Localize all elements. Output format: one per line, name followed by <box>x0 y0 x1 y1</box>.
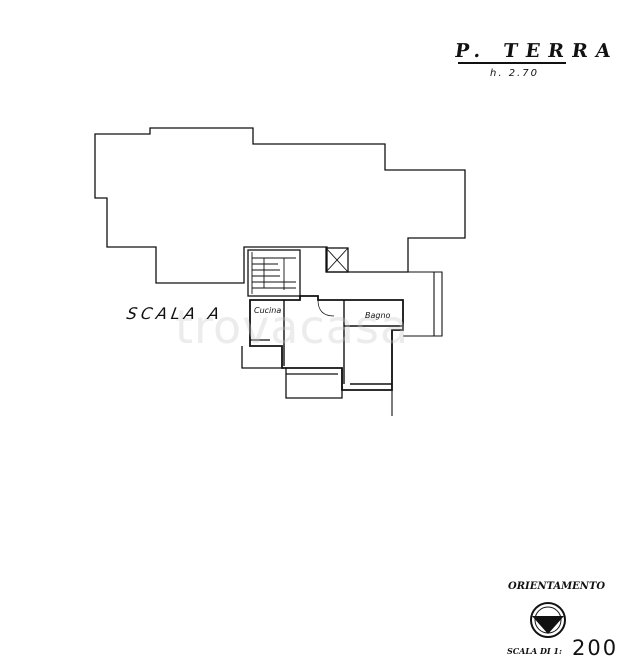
watermark: trovacasa <box>175 300 410 354</box>
scale-label: SCALA DI 1: <box>507 646 562 656</box>
scale-value: 200 <box>572 636 619 660</box>
balcony-rail <box>391 271 443 416</box>
room-label-cucina: Cucina <box>254 306 282 315</box>
partition-walls <box>283 300 403 385</box>
stair-core <box>247 249 301 297</box>
stair-steps <box>251 252 296 294</box>
door-swing <box>317 299 335 317</box>
floor-height-label: h. 2.70 <box>490 68 539 79</box>
room-label-bagno: Bagno <box>365 311 391 320</box>
left-annex <box>241 339 282 369</box>
bottom-annex <box>285 368 343 399</box>
building-outline <box>94 127 466 284</box>
orientation-label: ORIENTAMENTO <box>508 581 606 592</box>
elevator-cross <box>325 247 349 273</box>
compass-icon <box>530 602 566 638</box>
stair-label: SCALA A <box>125 304 225 323</box>
title-underline <box>458 62 566 64</box>
elevator-shaft <box>325 247 349 273</box>
